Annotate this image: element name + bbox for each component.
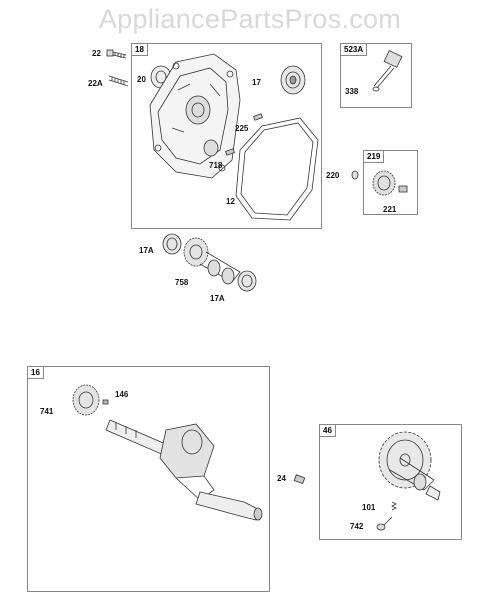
bolt-22 (106, 49, 127, 59)
stud-22A (108, 75, 129, 87)
part-label-220: 220 (326, 171, 340, 180)
part-label-17: 17 (252, 78, 261, 87)
box-label-219: 219 (364, 151, 385, 163)
key-146 (102, 399, 109, 405)
bearing-17 (280, 65, 306, 95)
part-label-146: 146 (115, 390, 129, 399)
key-24 (293, 474, 306, 485)
part-box-46: 46 (319, 424, 462, 540)
cam-gear-46 (378, 431, 441, 501)
washer-220 (351, 170, 359, 180)
crankcase-cover (149, 53, 241, 179)
part-box-523A: 523A (340, 43, 412, 108)
bearing-17A-top (162, 233, 182, 255)
part-box-18: 18 (131, 43, 322, 229)
bearing-17A-bottom (237, 270, 257, 292)
dipstick-338 (372, 50, 403, 92)
part-label-225: 225 (235, 124, 249, 133)
part-label-20: 20 (137, 75, 146, 84)
part-label-22: 22 (92, 49, 101, 58)
part-label-22A: 22A (88, 79, 103, 88)
crankshaft (105, 419, 263, 521)
valve-742 (376, 516, 393, 531)
part-label-12: 12 (226, 197, 235, 206)
dowel-718 (225, 148, 235, 156)
part-label-24: 24 (277, 474, 286, 483)
spring-101 (391, 501, 397, 511)
crank-gear-741 (72, 384, 100, 416)
box-label-46: 46 (320, 425, 336, 437)
camshaft-758 (183, 237, 241, 285)
part-label-221: 221 (383, 205, 397, 214)
box-label-16: 16 (28, 367, 44, 379)
box-label-523A: 523A (341, 44, 368, 56)
part-box-219: 219 (363, 150, 418, 215)
box-label-18: 18 (132, 44, 148, 56)
part-box-16: 16 (27, 366, 270, 592)
part-label-17A-bottom: 17A (210, 294, 225, 303)
part-label-742: 742 (350, 522, 364, 531)
watermark-text: AppliancePartsPros.com (98, 4, 402, 34)
part-label-101: 101 (362, 503, 376, 512)
part-label-718: 718 (209, 161, 223, 170)
part-label-17A-top: 17A (139, 246, 154, 255)
part-label-758: 758 (175, 278, 189, 287)
part-label-338: 338 (345, 87, 359, 96)
pin-225 (253, 113, 263, 121)
governor-gear-219 (372, 170, 408, 196)
gasket-12 (235, 117, 319, 221)
part-label-741: 741 (40, 407, 54, 416)
